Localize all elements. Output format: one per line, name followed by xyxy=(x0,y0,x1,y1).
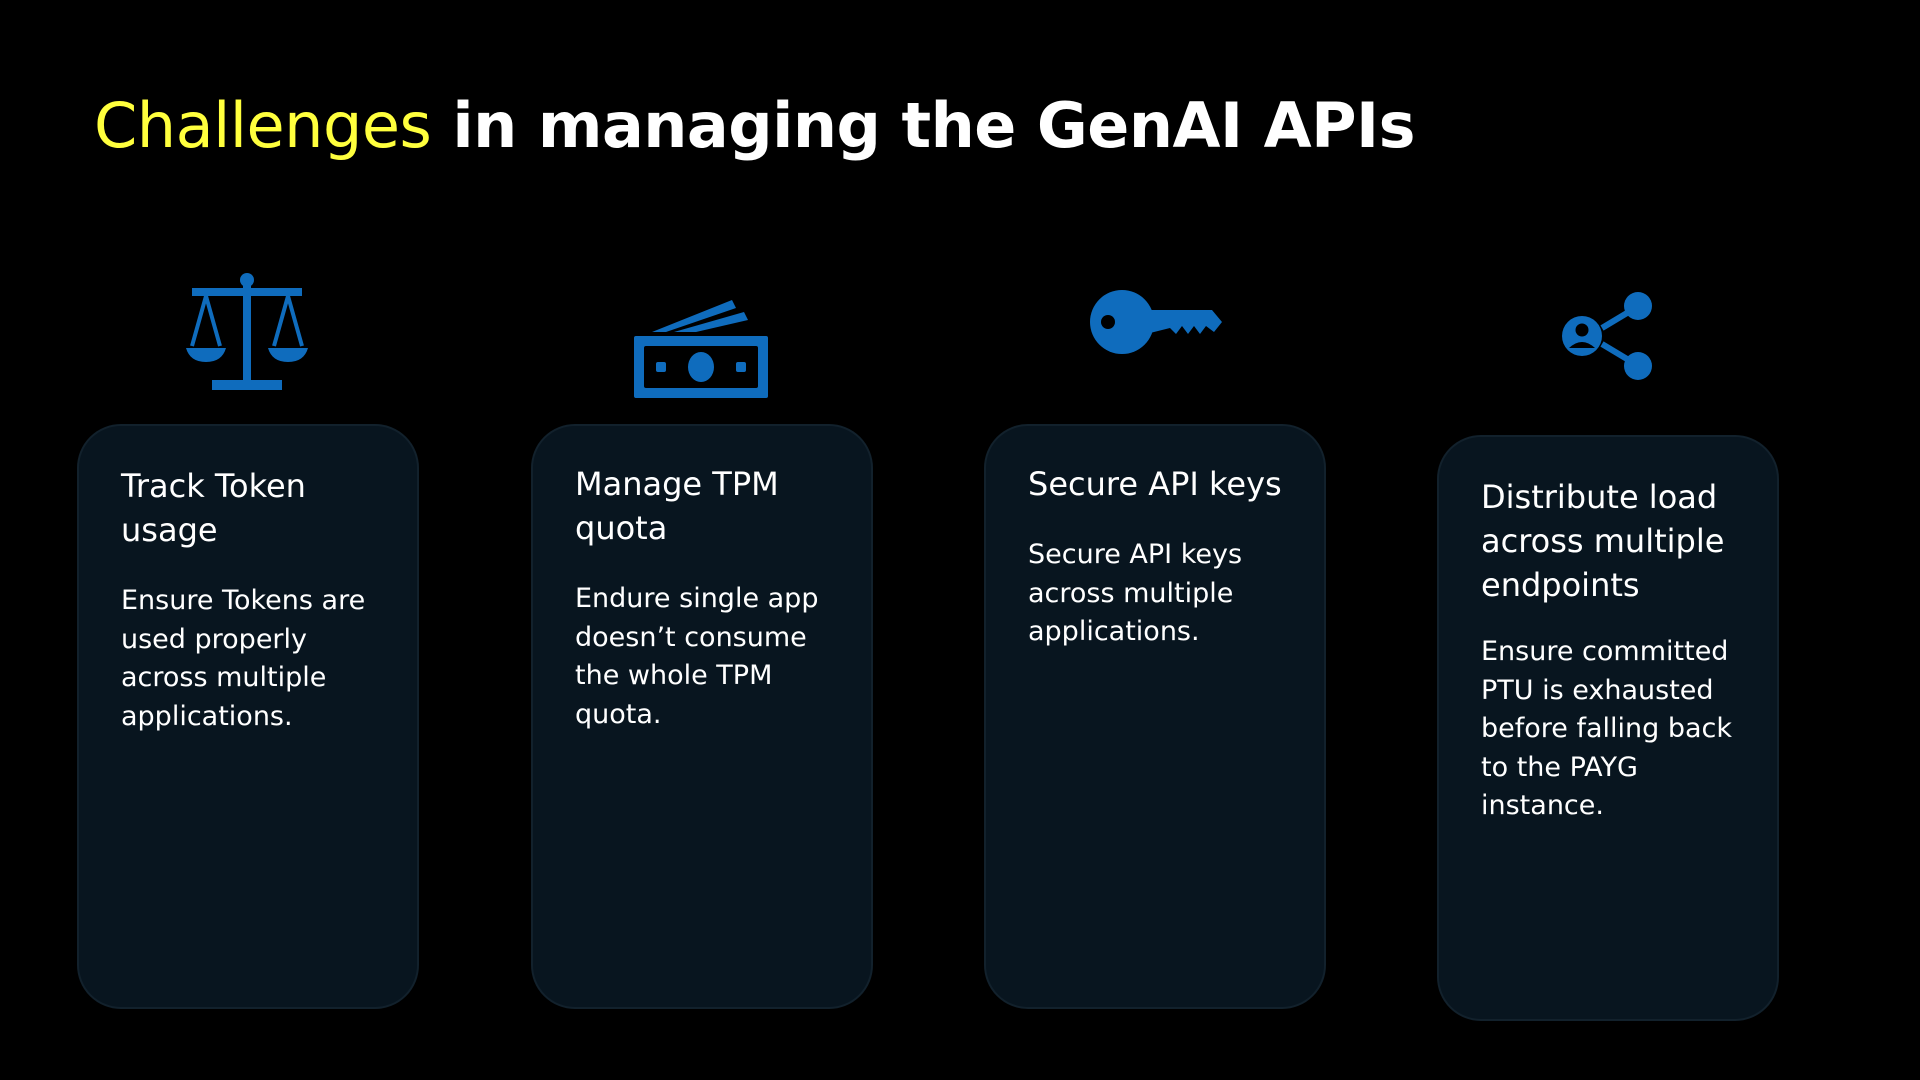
card-secure-api-keys: Secure API keys Secure API keys across m… xyxy=(984,424,1326,1009)
title-rest: in managing the GenAI APIs xyxy=(431,89,1416,162)
card-track-token-usage: Track Token usage Ensure Tokens are used… xyxy=(77,424,419,1009)
card-body: Ensure committed PTU is exhausted before… xyxy=(1481,636,1733,821)
card-body: Ensure Tokens are used properly across m… xyxy=(121,585,366,732)
card-title: Distribute load across multiple endpoint… xyxy=(1481,478,1725,604)
card-title: Secure API keys xyxy=(1028,465,1282,503)
share-icon xyxy=(1562,290,1654,382)
key-icon xyxy=(1090,290,1222,354)
card-body: Secure API keys across multiple applicat… xyxy=(1028,539,1243,647)
title-accent: Challenges xyxy=(94,89,432,162)
balance-scale-icon xyxy=(186,272,308,396)
card-distribute-load: Distribute load across multiple endpoint… xyxy=(1437,435,1779,1021)
page-title: Challenges in managing the GenAI APIs xyxy=(94,82,1416,170)
card-title: Manage TPM quota xyxy=(575,465,779,547)
card-title: Track Token usage xyxy=(121,467,306,549)
money-bills-icon xyxy=(634,296,768,398)
card-manage-tpm-quota: Manage TPM quota Endure single app doesn… xyxy=(531,424,873,1009)
card-body: Endure single app doesn’t consume the wh… xyxy=(575,583,819,730)
